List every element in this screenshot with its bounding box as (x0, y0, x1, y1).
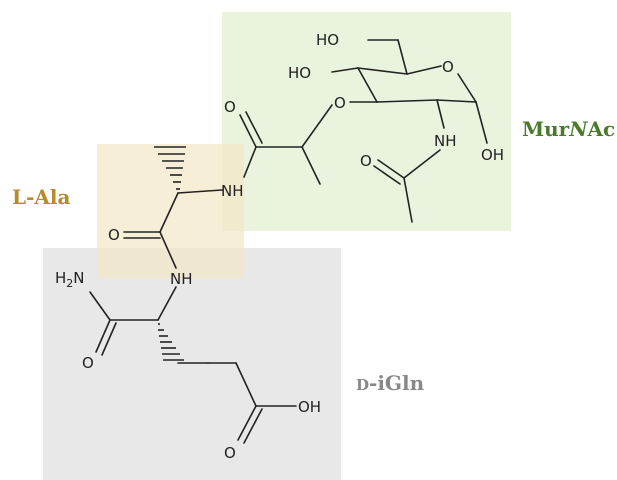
atom-o-acid: O (224, 444, 236, 462)
atom-o-ala-carbonyl: O (108, 226, 120, 244)
atom-o-ring: O (442, 58, 454, 76)
atom-o-ether: O (334, 94, 346, 112)
atom-ho-top: HO (316, 31, 339, 49)
murnac-region-box (222, 12, 511, 231)
atom-oh-acid: OH (298, 398, 321, 416)
bonds (89, 39, 488, 444)
atom-o-acetyl: O (360, 152, 372, 170)
hashed-wedge-gln (158, 323, 184, 361)
label-murnac: MurNAc (522, 117, 615, 141)
atom-ho-ring: HO (288, 64, 311, 82)
atom-oh-anomeric: OH (481, 146, 504, 164)
atom-o-lactyl-carbonyl: O (224, 98, 236, 116)
d-igln-region-box (43, 248, 341, 480)
hashed-wedge-ala (154, 146, 186, 190)
atom-nh-acetamido: NH (434, 132, 457, 150)
atom-nh-ala: NH (221, 182, 244, 200)
atom-nh-gln: NH (170, 270, 193, 288)
label-l-ala: L-Ala (12, 185, 70, 209)
label-d-igln: D-iGln (356, 371, 425, 395)
atom-o-gln-amide: O (82, 354, 94, 372)
atom-h2n: H2N (55, 269, 85, 290)
